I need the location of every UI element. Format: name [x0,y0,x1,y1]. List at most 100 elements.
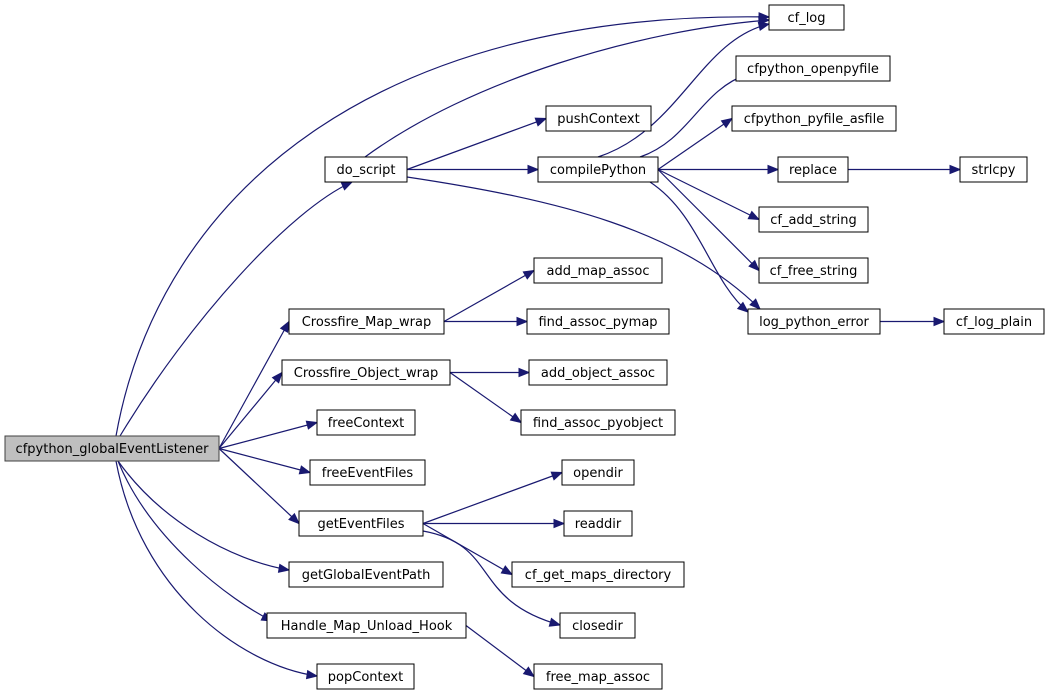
node-readdir[interactable]: readdir [563,510,633,537]
arrowhead-cfpython_globalEventListener-to-freeEventFiles [298,465,312,475]
node-getEventFiles[interactable]: getEventFiles [298,510,424,537]
edge-cfpython_globalEventListener-to-do_script [119,181,353,437]
node-box-find_assoc_pymap [526,308,670,335]
node-label-strlcpy: strlcpy [972,163,1016,178]
arrowhead-cfpython_globalEventListener-to-freeContext [305,420,319,430]
node-Handle_Map_Unload_Hook[interactable]: Handle_Map_Unload_Hook [266,612,467,639]
node-label-free_map_assoc: free_map_assoc [546,670,650,685]
node-label-add_object_assoc: add_object_assoc [541,366,655,381]
node-box-add_map_assoc [533,257,663,284]
arrowhead-cfpython_globalEventListener-to-getGlobalEventPath [277,563,291,573]
arrowhead-compilePython-to-log_python_error [736,301,750,313]
edge-cfpython_globalEventListener-to-Handle_Map_Unload_Hook [117,460,273,622]
node-opendir[interactable]: opendir [561,459,635,486]
node-box-opendir [561,459,635,486]
node-box-closedir [559,612,636,639]
node-box-cf_get_maps_directory [511,561,685,588]
call-graph-edges [115,12,962,680]
node-Crossfire_Map_wrap[interactable]: Crossfire_Map_wrap [288,308,445,335]
node-replace[interactable]: replace [777,156,849,183]
edge-compilePython-to-cfpython_openpyfile [639,73,749,158]
node-box-Crossfire_Map_wrap [288,308,445,335]
node-label-do_script: do_script [337,163,396,178]
node-Crossfire_Object_wrap[interactable]: Crossfire_Object_wrap [281,359,451,386]
node-find_assoc_pyobject[interactable]: find_assoc_pyobject [520,409,676,436]
node-log_python_error[interactable]: log_python_error [747,308,881,335]
node-box-Handle_Map_Unload_Hook [266,612,467,639]
node-label-replace: replace [789,163,837,178]
node-cfpython_globalEventListener[interactable]: cfpython_globalEventListener [4,435,220,462]
edge-Crossfire_Object_wrap-to-find_assoc_pyobject [449,372,522,423]
edge-getEventFiles-to-closedir [422,530,561,626]
node-cf_add_string[interactable]: cf_add_string [758,206,869,233]
edge-do_script-to-log_python_error [406,176,761,310]
node-label-cf_add_string: cf_add_string [770,213,857,228]
node-cfpython_pyfile_asfile[interactable]: cfpython_pyfile_asfile [731,105,897,132]
node-box-getGlobalEventPath [288,561,444,588]
node-cfpython_openpyfile[interactable]: cfpython_openpyfile [735,55,891,82]
node-freeEventFiles[interactable]: freeEventFiles [309,459,426,486]
node-add_object_assoc[interactable]: add_object_assoc [528,359,668,386]
edge-cfpython_globalEventListener-to-freeEventFiles [218,447,311,474]
arrowhead-compilePython-to-cf_add_string [747,210,761,221]
node-add_map_assoc[interactable]: add_map_assoc [533,257,663,284]
node-box-free_map_assoc [533,663,663,690]
arrowhead-cfpython_globalEventListener-to-Crossfire_Object_wrap [271,371,283,384]
arrowhead-compilePython-to-cf_log [757,21,771,31]
arrowhead-compilePython-to-cfpython_pyfile_asfile [720,117,734,129]
node-box-Crossfire_Object_wrap [281,359,451,386]
node-label-freeEventFiles: freeEventFiles [322,466,414,481]
node-cf_log_plain[interactable]: cf_log_plain [943,308,1045,335]
node-label-closedir: closedir [572,619,623,634]
node-cf_get_maps_directory[interactable]: cf_get_maps_directory [511,561,685,588]
node-label-Handle_Map_Unload_Hook: Handle_Map_Unload_Hook [281,619,453,634]
node-getGlobalEventPath[interactable]: getGlobalEventPath [288,561,444,588]
node-popContext[interactable]: popContext [316,663,415,690]
arrowhead-Crossfire_Object_wrap-to-find_assoc_pyobject [509,412,523,424]
node-box-cf_free_string [758,257,869,284]
node-box-readdir [563,510,633,537]
node-find_assoc_pymap[interactable]: find_assoc_pymap [526,308,670,335]
node-label-compilePython: compilePython [550,163,646,178]
node-freeContext[interactable]: freeContext [316,409,416,436]
node-label-find_assoc_pymap: find_assoc_pymap [538,315,657,330]
node-label-cfpython_globalEventListener: cfpython_globalEventListener [16,442,210,457]
node-strlcpy[interactable]: strlcpy [959,156,1028,183]
edge-cfpython_globalEventListener-to-freeContext [218,421,318,450]
node-label-add_map_assoc: add_map_assoc [547,264,650,279]
node-box-popContext [316,663,415,690]
node-cf_free_string[interactable]: cf_free_string [758,257,869,284]
node-box-cf_add_string [758,206,869,233]
arrowhead-compilePython-to-cf_free_string [748,259,760,272]
arrowhead-cfpython_globalEventListener-to-getEventFiles [288,512,300,525]
node-label-cfpython_openpyfile: cfpython_openpyfile [747,62,879,77]
edge-compilePython-to-cf_add_string [657,168,760,221]
node-box-compilePython [537,156,659,183]
node-do_script[interactable]: do_script [324,156,408,183]
edge-do_script-to-pushContext [406,117,547,171]
edge-getEventFiles-to-cf_get_maps_directory [422,522,513,576]
edge-cfpython_globalEventListener-to-popContext [115,460,318,677]
node-free_map_assoc[interactable]: free_map_assoc [533,663,663,690]
node-box-cf_log [768,4,845,31]
node-box-log_python_error [747,308,881,335]
arrowhead-Crossfire_Map_wrap-to-add_map_assoc [522,269,536,280]
node-box-cfpython_openpyfile [735,55,891,82]
edge-compilePython-to-log_python_error [649,181,749,313]
node-closedir[interactable]: closedir [559,612,636,639]
arrowhead-getEventFiles-to-closedir [548,617,562,627]
node-box-cfpython_pyfile_asfile [731,105,897,132]
node-label-cf_get_maps_directory: cf_get_maps_directory [525,568,672,583]
arrowhead-cfpython_globalEventListener-to-do_script [340,181,354,191]
node-label-find_assoc_pyobject: find_assoc_pyobject [533,416,663,431]
edge-getEventFiles-to-opendir [422,471,563,525]
node-label-opendir: opendir [573,466,623,481]
edge-cfpython_globalEventListener-to-Crossfire_Object_wrap [218,372,283,449]
arrowhead-getEventFiles-to-readdir [553,518,566,529]
arrowhead-getEventFiles-to-cf_get_maps_directory [500,565,514,576]
node-cf_log[interactable]: cf_log [768,4,845,31]
node-compilePython[interactable]: compilePython [537,156,659,183]
arrowhead-Crossfire_Map_wrap-to-find_assoc_pymap [516,316,529,327]
node-pushContext[interactable]: pushContext [545,105,652,132]
arrowhead-do_script-to-pushContext [534,117,548,127]
